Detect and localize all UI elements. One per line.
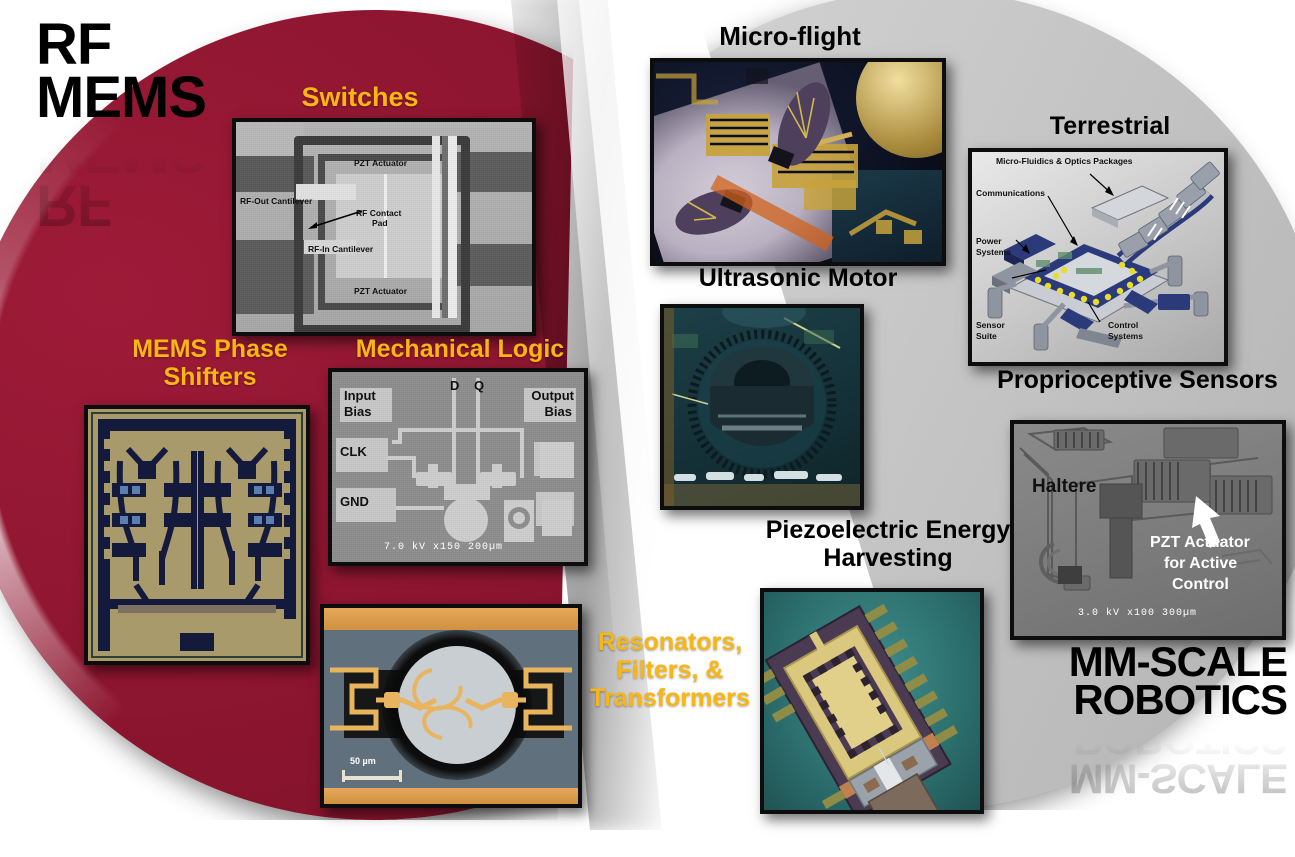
label-proprioceptive-sensors: Proprioceptive Sensors	[997, 366, 1278, 394]
annotation-control: Control	[1108, 320, 1139, 330]
label-terrestrial: Terrestrial	[1049, 112, 1171, 140]
annotation-sensor-suite: Suite	[976, 331, 997, 341]
panel-ultrasonic-motor-photo	[660, 304, 864, 510]
robot-isometric-drawing	[987, 161, 1220, 351]
label-ultrasonic-motor: Ultrasonic Motor	[698, 264, 898, 292]
annotation-control-systems: Systems	[1108, 331, 1143, 341]
title-line-mm-scale: MM-SCALE	[1068, 637, 1288, 685]
annotation-input-bias: Bias	[344, 404, 372, 419]
title-line-robotics: ROBOTICS	[1073, 676, 1288, 724]
sem-scale-bar-logic: 7.0 kV x150 200µm	[384, 542, 504, 553]
annotation-gnd: GND	[340, 494, 369, 509]
panel-micro-flight-photo	[650, 58, 946, 266]
annotation-pzt-actuator-bottom: PZT Actuator	[354, 286, 408, 296]
annotation-for-active: for Active	[1164, 555, 1238, 572]
annotation-d: D	[450, 378, 460, 393]
label-micro-flight: Micro-flight	[719, 21, 861, 51]
page-title-mm-scale-robotics: MM-SCALE ROBOTICS MM-SCALE ROBOTICS	[1068, 637, 1288, 802]
annotation-sensor: Sensor	[976, 320, 1005, 330]
annotation-pzt-actuator: PZT Actuator	[1150, 534, 1250, 551]
annotation-output-bias: Bias	[544, 404, 572, 419]
label-switches: Switches	[301, 82, 419, 112]
annotation-power-systems: Systems	[976, 247, 1011, 257]
title-reflection: RF MEMS	[36, 119, 206, 238]
annotation-rf-contact: RF Contact	[356, 208, 402, 218]
panel-piezo-harvesting-photo	[760, 588, 984, 814]
panel-phase-shifter-die	[84, 405, 310, 665]
panel-switches-sem: PZT Actuator RF-Out Cantilever RF Contac…	[232, 118, 536, 336]
panel-proprioceptive-sensor-sem: Haltere PZT Actuator for Active Control …	[1010, 420, 1286, 640]
label-mechanical-logic: Mechanical Logic	[355, 335, 565, 363]
annotation-pzt-actuator-top: PZT Actuator	[354, 158, 408, 168]
annotation-input: Input	[344, 388, 376, 403]
annotation-control-active: Control	[1172, 576, 1229, 593]
label-mems-phase-shifters: MEMS Phase Shifters	[132, 335, 288, 391]
panel-mechanical-logic-sem: D Q Input Bias Output Bias CLK GND 7.0 k…	[328, 368, 588, 566]
page-title-rf-mems: RF MEMS RF MEMS	[36, 12, 207, 238]
annotation-communications: Communications	[976, 188, 1045, 198]
annotation-rf-in-cantilever: RF-In Cantilever	[308, 244, 374, 254]
annotation-pad: Pad	[372, 218, 388, 228]
annotation-power: Power	[976, 236, 1002, 246]
panel-resonator-die: 50 µm	[320, 604, 582, 808]
scale-bar-label-resonator: 50 µm	[350, 756, 376, 766]
sem-scale-bar-proprioceptive: 3.0 kV x100 300µm	[1078, 608, 1198, 619]
title-line-mems: MEMS	[36, 65, 207, 131]
annotation-rf-out-cantilever: RF-Out Cantilever	[240, 196, 313, 206]
annotation-haltere: Haltere	[1032, 476, 1097, 497]
annotation-clk: CLK	[340, 444, 367, 459]
title-line-rf: RF	[36, 12, 112, 77]
annotation-output: Output	[531, 388, 574, 403]
label-piezoelectric-energy-harvesting: Piezoelectric Energy Harvesting	[765, 516, 1011, 572]
panel-terrestrial-robot-diagram: Micro-Fluidics & Optics Packages Communi…	[968, 148, 1228, 366]
annotation-leader-line	[308, 210, 363, 229]
annotation-micro-fluidics-optics: Micro-Fluidics & Optics Packages	[996, 156, 1133, 166]
annotation-q: Q	[474, 378, 485, 393]
label-resonators-filters-transformers: Resonators, Filters, & Transformers	[590, 628, 750, 712]
title-reflection-right: MM-SCALE ROBOTICS	[1068, 716, 1287, 802]
die-trace-network	[108, 446, 286, 651]
